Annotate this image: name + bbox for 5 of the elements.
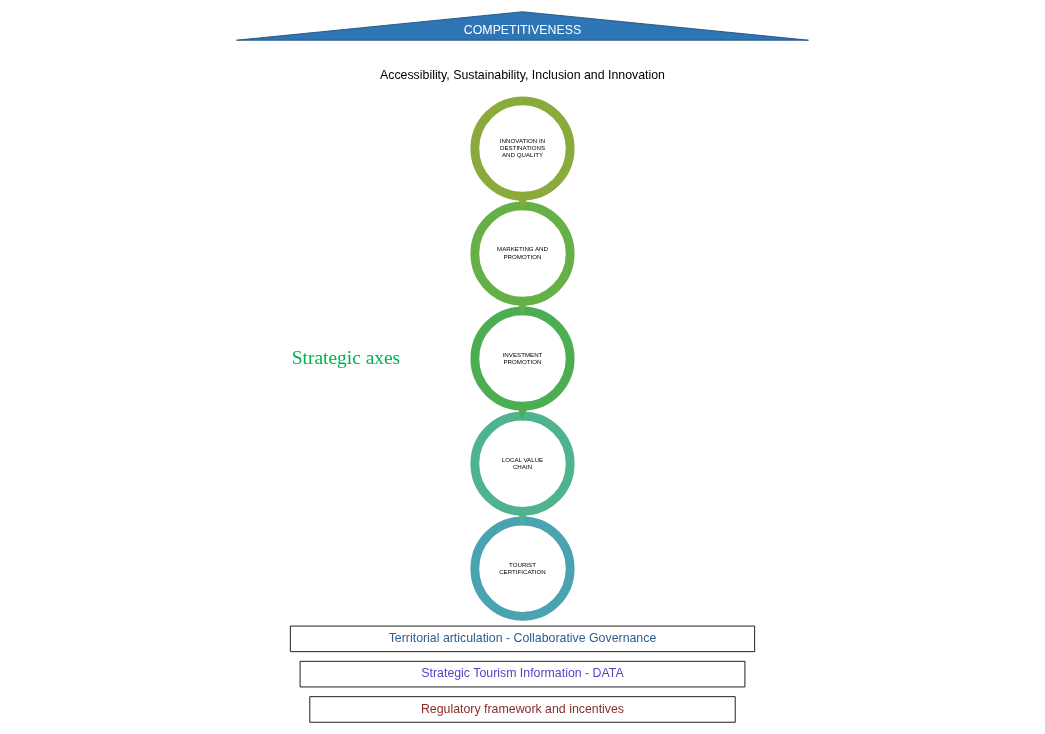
node-box: Strategic Tourism Information - DATA: [299, 660, 746, 688]
node-box: Territorial articulation - Collaborative Governance: [289, 625, 756, 653]
node-box: Regulatory framework and incentives: [309, 696, 736, 723]
label: Accessibility, Sustainability, Inclusion and Innovation: [380, 67, 665, 82]
label: Strategic axes: [291, 346, 401, 368]
